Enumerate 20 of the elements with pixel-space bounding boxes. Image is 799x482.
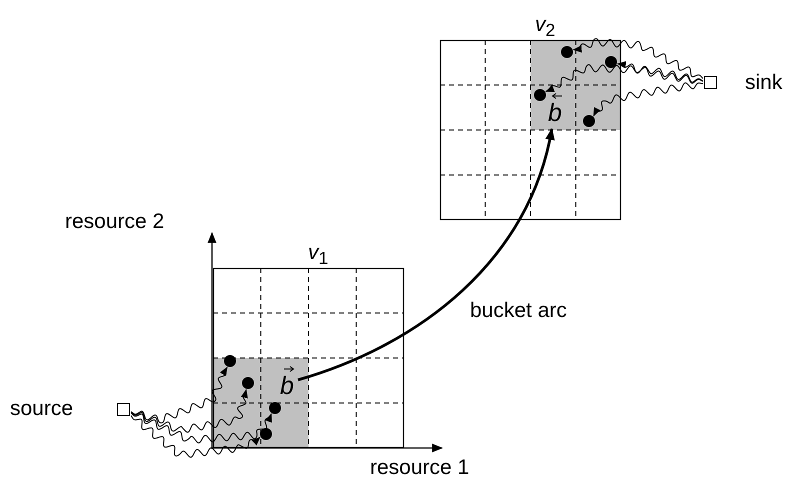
path-arrow: [593, 82, 704, 117]
terminal-square: [704, 76, 717, 89]
terminal-square: [117, 403, 130, 416]
path-arrow: [130, 388, 248, 433]
state-dot: [224, 355, 236, 367]
path-arrow: [572, 38, 704, 79]
path-arrow: [130, 412, 272, 444]
path-arrow: [616, 61, 704, 84]
path-arrow: [545, 64, 704, 92]
axis-label: resource 1: [370, 457, 470, 478]
path-arrow: [130, 366, 228, 424]
grid-heading: v$_{1}$: [308, 242, 328, 268]
arc-arrow: [298, 128, 554, 382]
axis-label: resource 2: [65, 211, 164, 232]
vector-symbol: b: [280, 374, 294, 399]
terminal-label: sink: [745, 72, 782, 93]
grid-heading: v$_{2}$: [535, 14, 556, 40]
path-arrow: [130, 415, 260, 458]
vector-symbol: b: [548, 101, 562, 126]
terminal-label: source: [10, 398, 74, 419]
